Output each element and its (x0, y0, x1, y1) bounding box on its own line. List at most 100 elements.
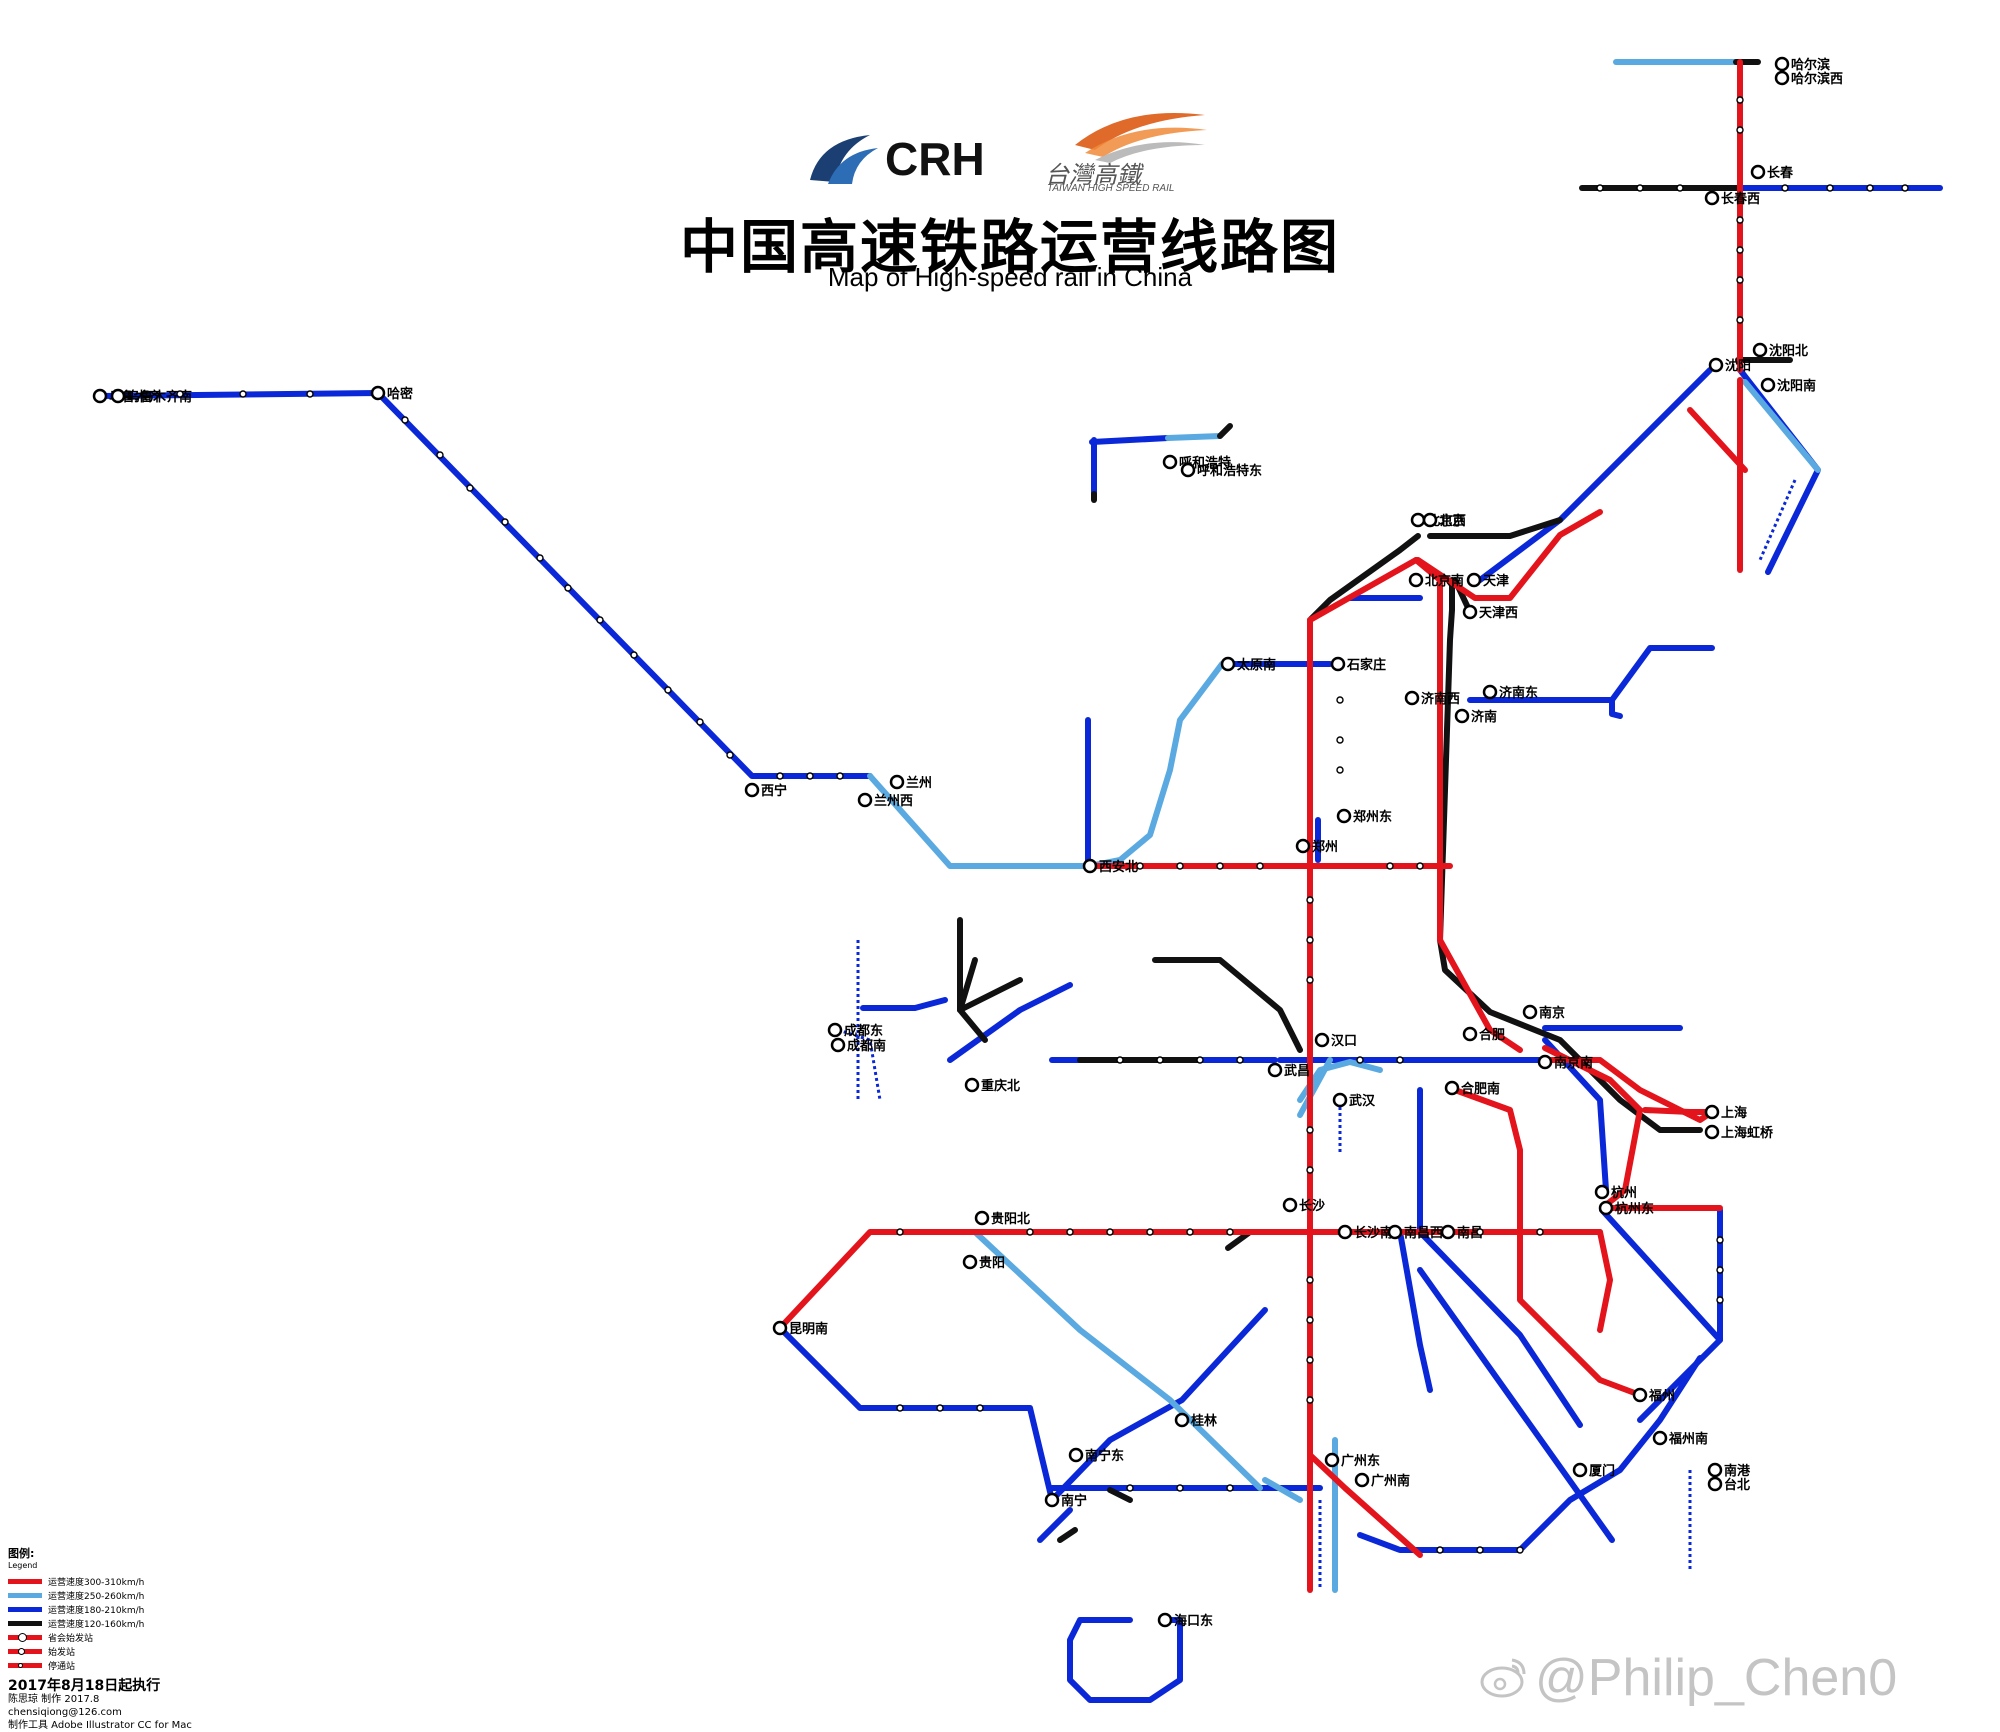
station-16: 济南 (1454, 708, 1497, 725)
legend-marker (8, 1647, 42, 1655)
station-32: 南昌西 (1387, 1224, 1443, 1241)
tool-credit: 制作工具 Adobe Illustrator CC for Mac (8, 1720, 192, 1731)
station-30: 长沙 (1282, 1197, 1325, 1214)
station-34: 贵阳北 (974, 1210, 1030, 1227)
station-45: 成都东 (827, 1022, 883, 1039)
station-1: 乌鲁木齐南 (110, 388, 192, 405)
station-node (962, 1254, 978, 1270)
station-36: 昆明南 (772, 1320, 828, 1337)
station-label: 杭州东 (1615, 1201, 1654, 1217)
thsr-logo-subtext: TAIWAN HIGH SPEED RAIL (1047, 183, 1175, 194)
station-label: 汉口 (1331, 1033, 1357, 1049)
legend-item-6: 停通站 (8, 1658, 168, 1672)
station-43: 福州南 (1652, 1430, 1708, 1447)
station-label: 北京 (1439, 513, 1465, 529)
station-label: 哈尔滨 (1791, 57, 1830, 73)
station-node (964, 1077, 980, 1093)
station-node (92, 388, 108, 404)
footer: 2017年8月18日起执行 陈思琼 制作 2017.8 chensiqiong@… (8, 1679, 192, 1732)
station-node (1598, 1200, 1614, 1216)
station-label: 杭州 (1611, 1185, 1637, 1201)
station-38: 南宁东 (1068, 1447, 1124, 1464)
station-node (370, 385, 386, 401)
station-label: 济南 (1471, 709, 1497, 725)
station-node (1482, 684, 1498, 700)
station-label: 武昌 (1284, 1063, 1310, 1079)
station-node (1466, 572, 1482, 588)
station-node (1454, 708, 1470, 724)
station-node (1708, 357, 1724, 373)
station-node (1404, 690, 1420, 706)
station-node (1044, 1492, 1060, 1508)
lines-200 (97, 185, 1943, 1703)
station-57: 海口东 (1157, 1612, 1213, 1629)
station-node (1522, 1004, 1538, 1020)
station-node (1572, 1462, 1588, 1478)
station-label: 沈阳 (1725, 358, 1751, 374)
station-51: 长春 (1750, 164, 1794, 181)
station-node (1354, 1472, 1370, 1488)
weibo-icon (1480, 1658, 1526, 1698)
station-17: 郑州 (1295, 838, 1338, 855)
legend-swatch (8, 1592, 42, 1598)
station-52: 长春西 (1704, 190, 1760, 207)
station-6: 西安北 (1082, 858, 1138, 875)
legend-swatch (8, 1606, 42, 1612)
station-59: 台北 (1707, 1476, 1750, 1493)
station-node (1774, 56, 1790, 72)
station-21: 合肥 (1462, 1026, 1505, 1043)
station-node (1440, 1224, 1456, 1240)
station-label: 长春西 (1721, 191, 1760, 207)
watermark-text: @Philip_Chen0 (1535, 1649, 1898, 1707)
station-label: 上海虹桥 (1721, 1125, 1774, 1141)
station-node (1174, 1412, 1190, 1428)
station-22: 合肥南 (1444, 1080, 1500, 1097)
legend-swatch (8, 1578, 42, 1584)
station-label: 贵阳北 (991, 1211, 1030, 1227)
station-44: 厦门 (1572, 1462, 1615, 1479)
station-node (1337, 1224, 1353, 1240)
station-node (1704, 1124, 1720, 1140)
thsr-logo-text: 台灣高鐵 (1045, 161, 1141, 189)
station-4: 兰州 (889, 774, 932, 791)
station-12: 天津 (1466, 572, 1509, 589)
station-47: 重庆北 (964, 1077, 1020, 1094)
station-label: 南京南 (1554, 1055, 1593, 1071)
station-node (1707, 1462, 1723, 1478)
station-label: 兰州 (906, 775, 932, 791)
station-10: 北京 (1422, 512, 1465, 529)
station-label: 长沙南 (1354, 1225, 1393, 1241)
crh-logo-text: CRH (885, 133, 985, 185)
legend-item-4: 省会始发站 (8, 1630, 168, 1644)
station-node (744, 782, 760, 798)
legend-label: 运营速度250-260km/h (48, 1591, 145, 1602)
station-18: 郑州东 (1336, 808, 1392, 825)
station-label: 沈阳北 (1769, 343, 1808, 359)
station-29: 武汉 (1332, 1092, 1376, 1109)
station-label: 哈密 (387, 386, 413, 402)
station-node (110, 388, 126, 404)
station-label: 南昌西 (1404, 1225, 1443, 1241)
station-label: 台北 (1724, 1477, 1750, 1493)
station-label: 广州南 (1371, 1473, 1410, 1489)
station-46: 成都南 (830, 1037, 886, 1054)
station-label: 北京南 (1425, 573, 1464, 589)
station-label: 桂林 (1190, 1413, 1217, 1429)
station-33: 南昌 (1440, 1224, 1483, 1241)
station-node (974, 1210, 990, 1226)
station-label: 长沙 (1299, 1198, 1325, 1214)
station-label: 南昌 (1457, 1225, 1483, 1241)
station-layer: 乌鲁木齐乌鲁木齐南哈密西宁兰州兰州西西安北太原南石家庄北京西北京北京南天津天津西… (92, 56, 1843, 1629)
station-node (1537, 1054, 1553, 1070)
station-49: 沈阳北 (1752, 342, 1808, 359)
minor-stations (176, 96, 1909, 1554)
station-node (1314, 1032, 1330, 1048)
station-label: 南宁 (1061, 1493, 1087, 1509)
station-label: 合肥 (1479, 1027, 1505, 1043)
station-label: 合肥南 (1461, 1081, 1500, 1097)
legend-swatch (8, 1620, 42, 1626)
station-node (1462, 604, 1478, 620)
station-label: 郑州东 (1353, 809, 1392, 825)
